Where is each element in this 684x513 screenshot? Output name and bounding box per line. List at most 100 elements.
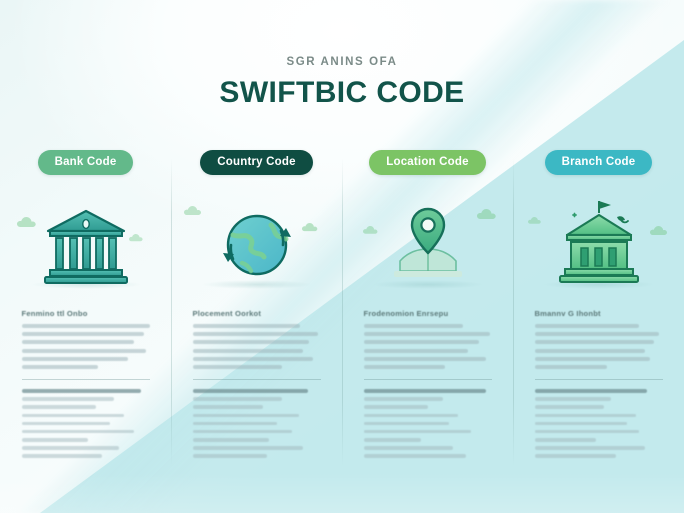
bank-building-icon: [43, 209, 128, 284]
column-divider: [171, 158, 172, 466]
body-text-line: [21, 364, 99, 369]
list-text-line: [21, 397, 114, 401]
code-column-1: Country Code Plocement Oorkot: [171, 150, 342, 510]
cloud-decoration: [128, 229, 145, 247]
column-body-heading: Bmannv G Ihonbt: [534, 309, 601, 318]
globe-rotation-icon: [222, 214, 291, 276]
cloud-decoration: [301, 219, 320, 237]
list-text-line: [534, 429, 640, 434]
list-text-line: [192, 413, 299, 418]
list-text-line: [534, 446, 645, 450]
list-text-line: [21, 388, 141, 393]
icon-shadow: [371, 280, 484, 289]
body-text-line: [534, 356, 650, 361]
badge-branch-code[interactable]: Branch Code: [544, 150, 653, 175]
list-text-line: [21, 438, 89, 442]
list-text-line: [21, 446, 119, 450]
body-text-line: [192, 364, 283, 369]
code-column-2: Location Code Frodenomion Enrsepu: [342, 150, 513, 510]
badge-location-code[interactable]: Location Code: [369, 150, 486, 175]
list-text-line: [192, 397, 283, 401]
column-body-heading: Fenmino ttl Onbo: [21, 309, 88, 318]
list-text-line: [192, 405, 263, 409]
section-rule: [363, 378, 492, 380]
list-text-line: [192, 446, 303, 450]
list-text-line: [21, 421, 110, 426]
section-rule: [21, 378, 150, 380]
cloud-decoration: [649, 223, 670, 241]
badge-bank-code[interactable]: Bank Code: [37, 150, 134, 175]
body-text-line: [21, 348, 146, 353]
list-text-line: [534, 405, 604, 409]
body-text-line: [363, 364, 446, 369]
column-text-block: Bmannv G Ihonbt: [534, 309, 663, 463]
body-text-line: [192, 356, 313, 361]
list-text-line: [534, 413, 636, 418]
column-body-heading: Plocement Oorkot: [192, 309, 262, 318]
body-text-line: [363, 356, 487, 361]
body-text-line: [363, 348, 469, 353]
list-text-line: [21, 413, 124, 418]
body-text-line: [21, 340, 135, 345]
icon-shadow: [200, 280, 313, 289]
list-text-line: [192, 438, 270, 442]
badge-country-code[interactable]: Country Code: [200, 150, 313, 175]
list-text-line: [363, 454, 466, 459]
column-text-block: Fenmino ttl Onbo: [21, 309, 150, 463]
body-text-line: [192, 324, 301, 328]
body-text-line: [363, 324, 464, 328]
column-divider: [342, 158, 343, 466]
column-body-heading: Frodenomion Enrsepu: [363, 309, 449, 318]
list-text-line: [363, 446, 454, 450]
column-text-block: Frodenomion Enrsepu: [363, 309, 492, 463]
list-text-line: [363, 421, 450, 426]
list-text-line: [534, 454, 617, 459]
list-text-line: [363, 388, 487, 393]
body-text-line: [21, 332, 145, 337]
map-pin-icon: [393, 207, 462, 277]
section-rule: [534, 378, 663, 380]
icon-shadow: [29, 280, 142, 289]
icon-stage: [353, 189, 503, 295]
bottom-fade: [0, 473, 684, 513]
icon-stage: [524, 189, 674, 295]
poster-header: SGR ANINS OFA SWIFTBIC CODE: [0, 56, 684, 110]
list-text-line: [363, 405, 428, 409]
body-text-line: [534, 340, 654, 345]
cloud-decoration: [16, 215, 39, 233]
cloud-decoration: [183, 203, 204, 221]
list-text-line: [192, 388, 308, 393]
icon-shadow: [542, 280, 655, 289]
body-text-line: [363, 332, 491, 337]
body-text-line: [192, 332, 318, 337]
bank-branch-flag-icon: [558, 201, 639, 283]
poster-title: SWIFTBIC CODE: [219, 76, 465, 109]
list-text-line: [192, 454, 267, 459]
list-text-line: [363, 438, 422, 442]
list-text-line: [21, 454, 103, 459]
body-text-line: [534, 348, 645, 353]
list-text-line: [534, 438, 596, 442]
body-text-line: [534, 364, 608, 369]
column-divider: [513, 158, 514, 466]
icon-stage: [11, 189, 161, 295]
section-rule: [192, 378, 321, 380]
body-text-line: [192, 340, 309, 345]
list-text-line: [21, 405, 96, 409]
body-text-line: [192, 348, 303, 353]
cloud-decoration: [476, 207, 499, 225]
list-text-line: [363, 413, 459, 418]
code-columns: Bank Code Fenmino ttl Onbo Country Code: [0, 150, 684, 510]
list-text-line: [534, 397, 612, 401]
list-text-line: [363, 397, 443, 401]
code-column-3: Branch Code Bmannv G Ihonbt: [513, 150, 684, 510]
list-text-line: [363, 429, 472, 434]
body-text-line: [363, 340, 479, 345]
column-text-block: Plocement Oorkot: [192, 309, 321, 463]
list-text-line: [192, 429, 293, 434]
body-text-line: [21, 324, 150, 328]
poster-kicker: SGR ANINS OFA: [286, 56, 398, 68]
code-column-0: Bank Code Fenmino ttl Onbo: [0, 150, 171, 510]
list-text-line: [534, 388, 648, 393]
